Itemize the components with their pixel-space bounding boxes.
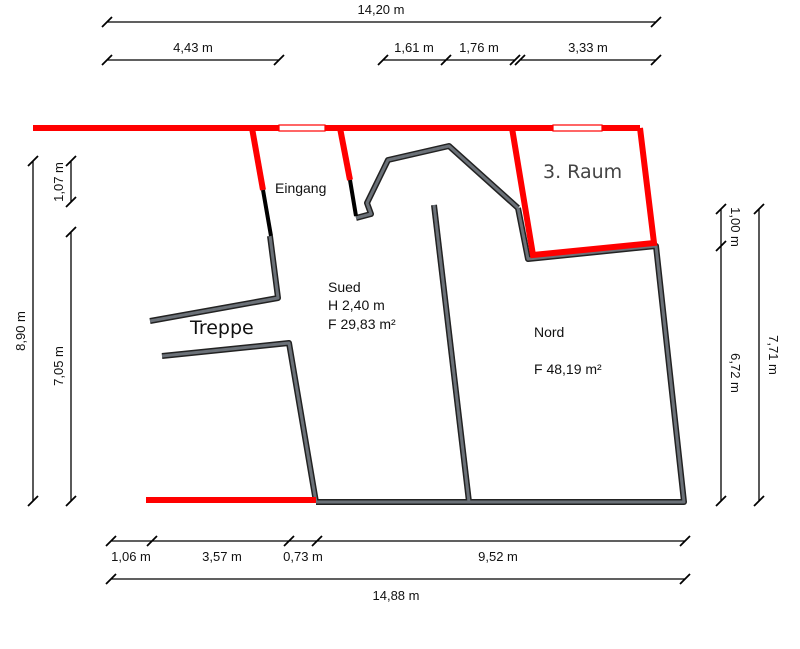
dimension-right-total-label: 7,71 m — [766, 335, 781, 375]
room-treppe-label: Treppe — [189, 317, 254, 339]
dimension-left-main: 7,05 m — [51, 226, 77, 507]
dimension-right-small-label: 1,00 m — [728, 207, 743, 247]
door-jambs — [261, 179, 358, 237]
dimension-bottom-a-label: 1,06 m — [111, 549, 151, 564]
dimension-top-c-label: 3,33 m — [568, 40, 608, 55]
room-sued-height: H 2,40 m — [328, 297, 385, 313]
dimension-left-main-label: 7,05 m — [51, 346, 66, 386]
dimension-bottom-total-label: 14,88 m — [373, 588, 420, 603]
dimension-bottom-c-label: 0,73 m — [283, 549, 323, 564]
dimension-bottom-chain: 1,06 m 3,57 m 0,73 m 9,52 m — [105, 535, 691, 564]
room-labels: Eingang 3. Raum Treppe Sued H 2,40 m F 2… — [189, 161, 622, 377]
dimension-left-total: 8,90 m — [13, 155, 39, 507]
window-left — [278, 124, 326, 132]
dimension-top-left: 4,43 m — [101, 40, 285, 66]
dimension-top-a-label: 1,61 m — [394, 40, 434, 55]
dimension-bottom-d-label: 9,52 m — [478, 549, 518, 564]
window-right — [552, 124, 603, 132]
dimension-top-chain: 1,61 m 1,76 m 3,33 m — [377, 40, 662, 66]
room-sued-name: Sued — [328, 279, 361, 295]
walls-red — [33, 124, 658, 503]
dimension-bottom-b-label: 3,57 m — [202, 549, 242, 564]
dimension-left-small-label: 1,07 m — [51, 162, 66, 202]
dimension-left-total-label: 8,90 m — [13, 311, 28, 351]
walls-grey — [149, 143, 687, 505]
room-sued-area: F 29,83 m² — [328, 316, 396, 332]
dimension-left-small: 1,07 m — [51, 155, 77, 208]
room-eingang-label: Eingang — [275, 180, 326, 196]
dimension-right-main-label: 6,72 m — [728, 353, 743, 393]
dimension-top-b-label: 1,76 m — [459, 40, 499, 55]
room-nord-name: Nord — [534, 324, 564, 340]
dimension-top-total-label: 14,20 m — [358, 2, 405, 17]
room-nord-area: F 48,19 m² — [534, 361, 602, 377]
dimension-right-small: 1,00 m — [715, 203, 743, 252]
dimension-bottom-total: 14,88 m — [105, 573, 691, 603]
dimension-top-left-label: 4,43 m — [173, 40, 213, 55]
dimension-right-main: 6,72 m — [715, 246, 743, 507]
dimension-top-total: 14,20 m — [101, 2, 662, 28]
dimension-right-total: 7,71 m — [753, 203, 781, 507]
room-3-raum-label: 3. Raum — [543, 161, 622, 183]
